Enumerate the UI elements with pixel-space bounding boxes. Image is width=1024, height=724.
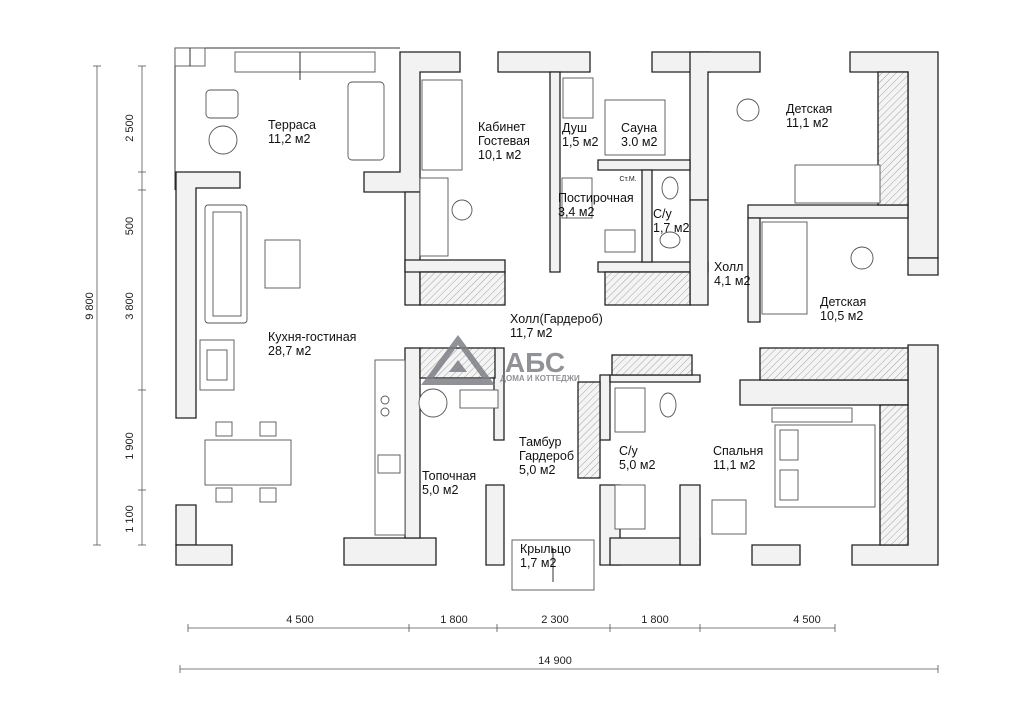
logo-title: АБС: [505, 347, 565, 378]
dim-left-2: 500: [124, 217, 136, 235]
logo-subtitle: ДОМА И КОТТЕДЖИ: [500, 374, 580, 383]
dim-bottom-4: 1 800: [641, 614, 669, 626]
dimension-lines: [93, 65, 939, 673]
dim-total-height: 9 800: [84, 292, 96, 320]
wardrobes: [419, 71, 909, 546]
company-logo: АБС ДОМА И КОТТЕДЖИ: [421, 334, 580, 385]
walls: [175, 51, 939, 566]
furniture: Ст.М.: [199, 77, 881, 591]
room-label-hall_main: Холл(Гардероб)11,7 м2: [510, 312, 603, 340]
dim-left-4: 1 900: [124, 432, 136, 460]
dim-left-5: 1 100: [124, 505, 136, 533]
dim-left-3: 3 800: [124, 292, 136, 320]
dim-total-width: 14 900: [538, 655, 572, 667]
dim-bottom-5: 4 500: [793, 614, 821, 626]
dim-left-1: 2 500: [124, 114, 136, 142]
dim-bottom-2: 1 800: [440, 614, 468, 626]
terrace-frame: [174, 47, 400, 190]
dim-bottom-1: 4 500: [286, 614, 314, 626]
washer-mark: Ст.М.: [619, 176, 636, 183]
dim-bottom-3: 2 300: [541, 614, 569, 626]
